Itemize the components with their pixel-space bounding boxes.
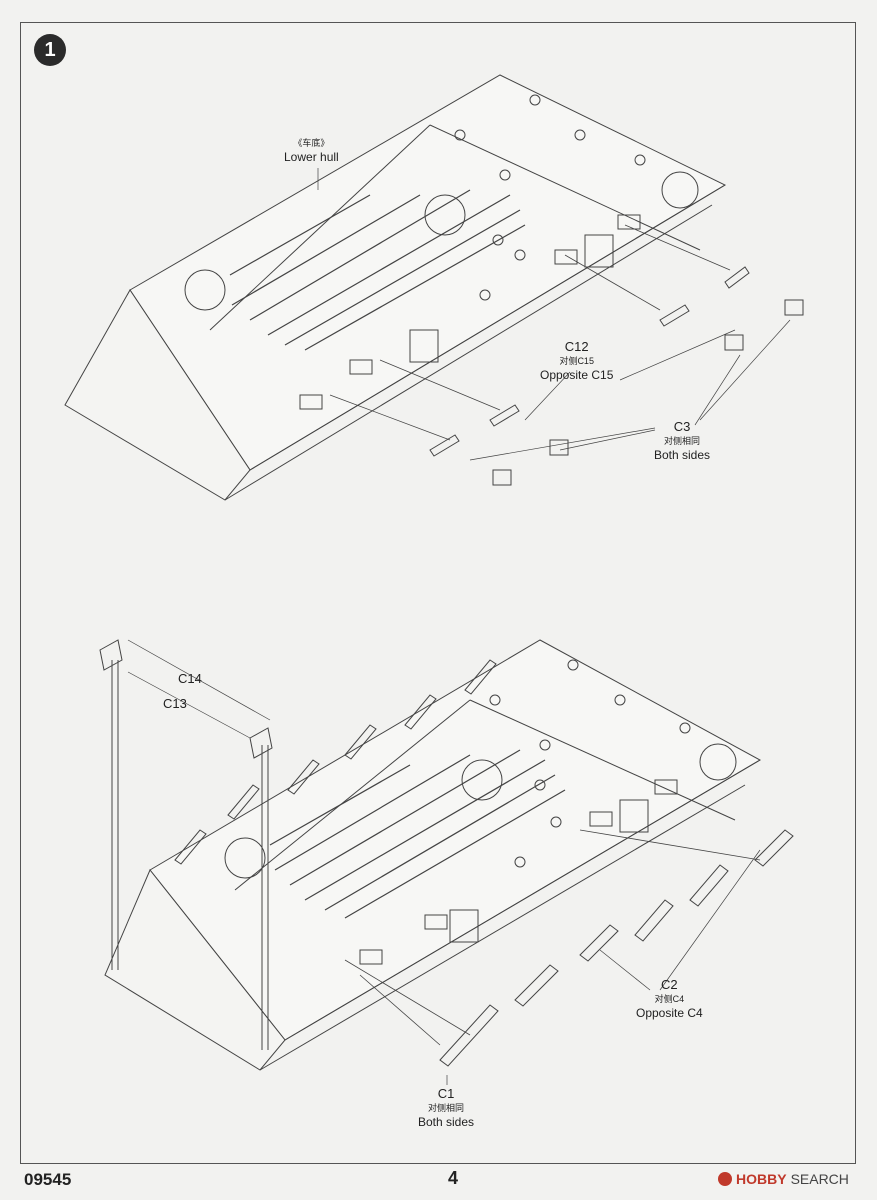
part-c2-cn: 对侧C4 <box>654 994 685 1004</box>
part-c12-code: C12 <box>564 339 589 354</box>
part-c2-label: C2 对侧C4 Opposite C4 <box>636 977 703 1021</box>
lower-hull-label: 《车底》 Lower hull <box>284 136 339 164</box>
part-c14-code: C14 <box>178 671 202 686</box>
part-c14-label: C14 <box>178 672 202 686</box>
part-c3-cn: 对侧相同 <box>664 436 701 446</box>
hobby-search-logo-icon <box>718 1172 732 1186</box>
lower-hull-en: Lower hull <box>284 150 339 164</box>
part-c1-cn: 对侧相同 <box>428 1103 465 1113</box>
watermark-prefix: HOBBY <box>736 1171 787 1187</box>
part-c2-en: Opposite C4 <box>636 1006 703 1020</box>
part-c1-code: C1 <box>437 1086 455 1101</box>
part-c12-en: Opposite C15 <box>540 368 614 382</box>
part-c13-label: C13 <box>163 697 187 711</box>
part-c13-code: C13 <box>163 696 187 711</box>
lower-hull-cn: 《车底》 <box>293 138 330 148</box>
part-c1-label: C1 对侧相同 Both sides <box>418 1086 475 1130</box>
watermark-suffix: SEARCH <box>790 1171 849 1187</box>
page-number: 4 <box>448 1168 459 1188</box>
page-frame <box>20 22 856 1164</box>
part-c3-en: Both sides <box>654 448 711 462</box>
part-c3-code: C3 <box>673 419 691 434</box>
step-number-badge: 1 <box>34 34 66 66</box>
product-code: 09545 <box>24 1170 72 1189</box>
lower-hull-drawing <box>99 639 794 1085</box>
part-c12-cn: 对侧C15 <box>559 356 594 366</box>
part-c1-en: Both sides <box>418 1115 475 1129</box>
part-c12-label: C12 对侧C15 Opposite C15 <box>540 339 614 383</box>
upper-hull-drawing <box>64 74 804 501</box>
part-c3-label: C3 对侧相同 Both sides <box>654 419 711 463</box>
part-c2-code: C2 <box>661 977 678 992</box>
watermark: HOBBY SEARCH <box>718 1171 849 1187</box>
